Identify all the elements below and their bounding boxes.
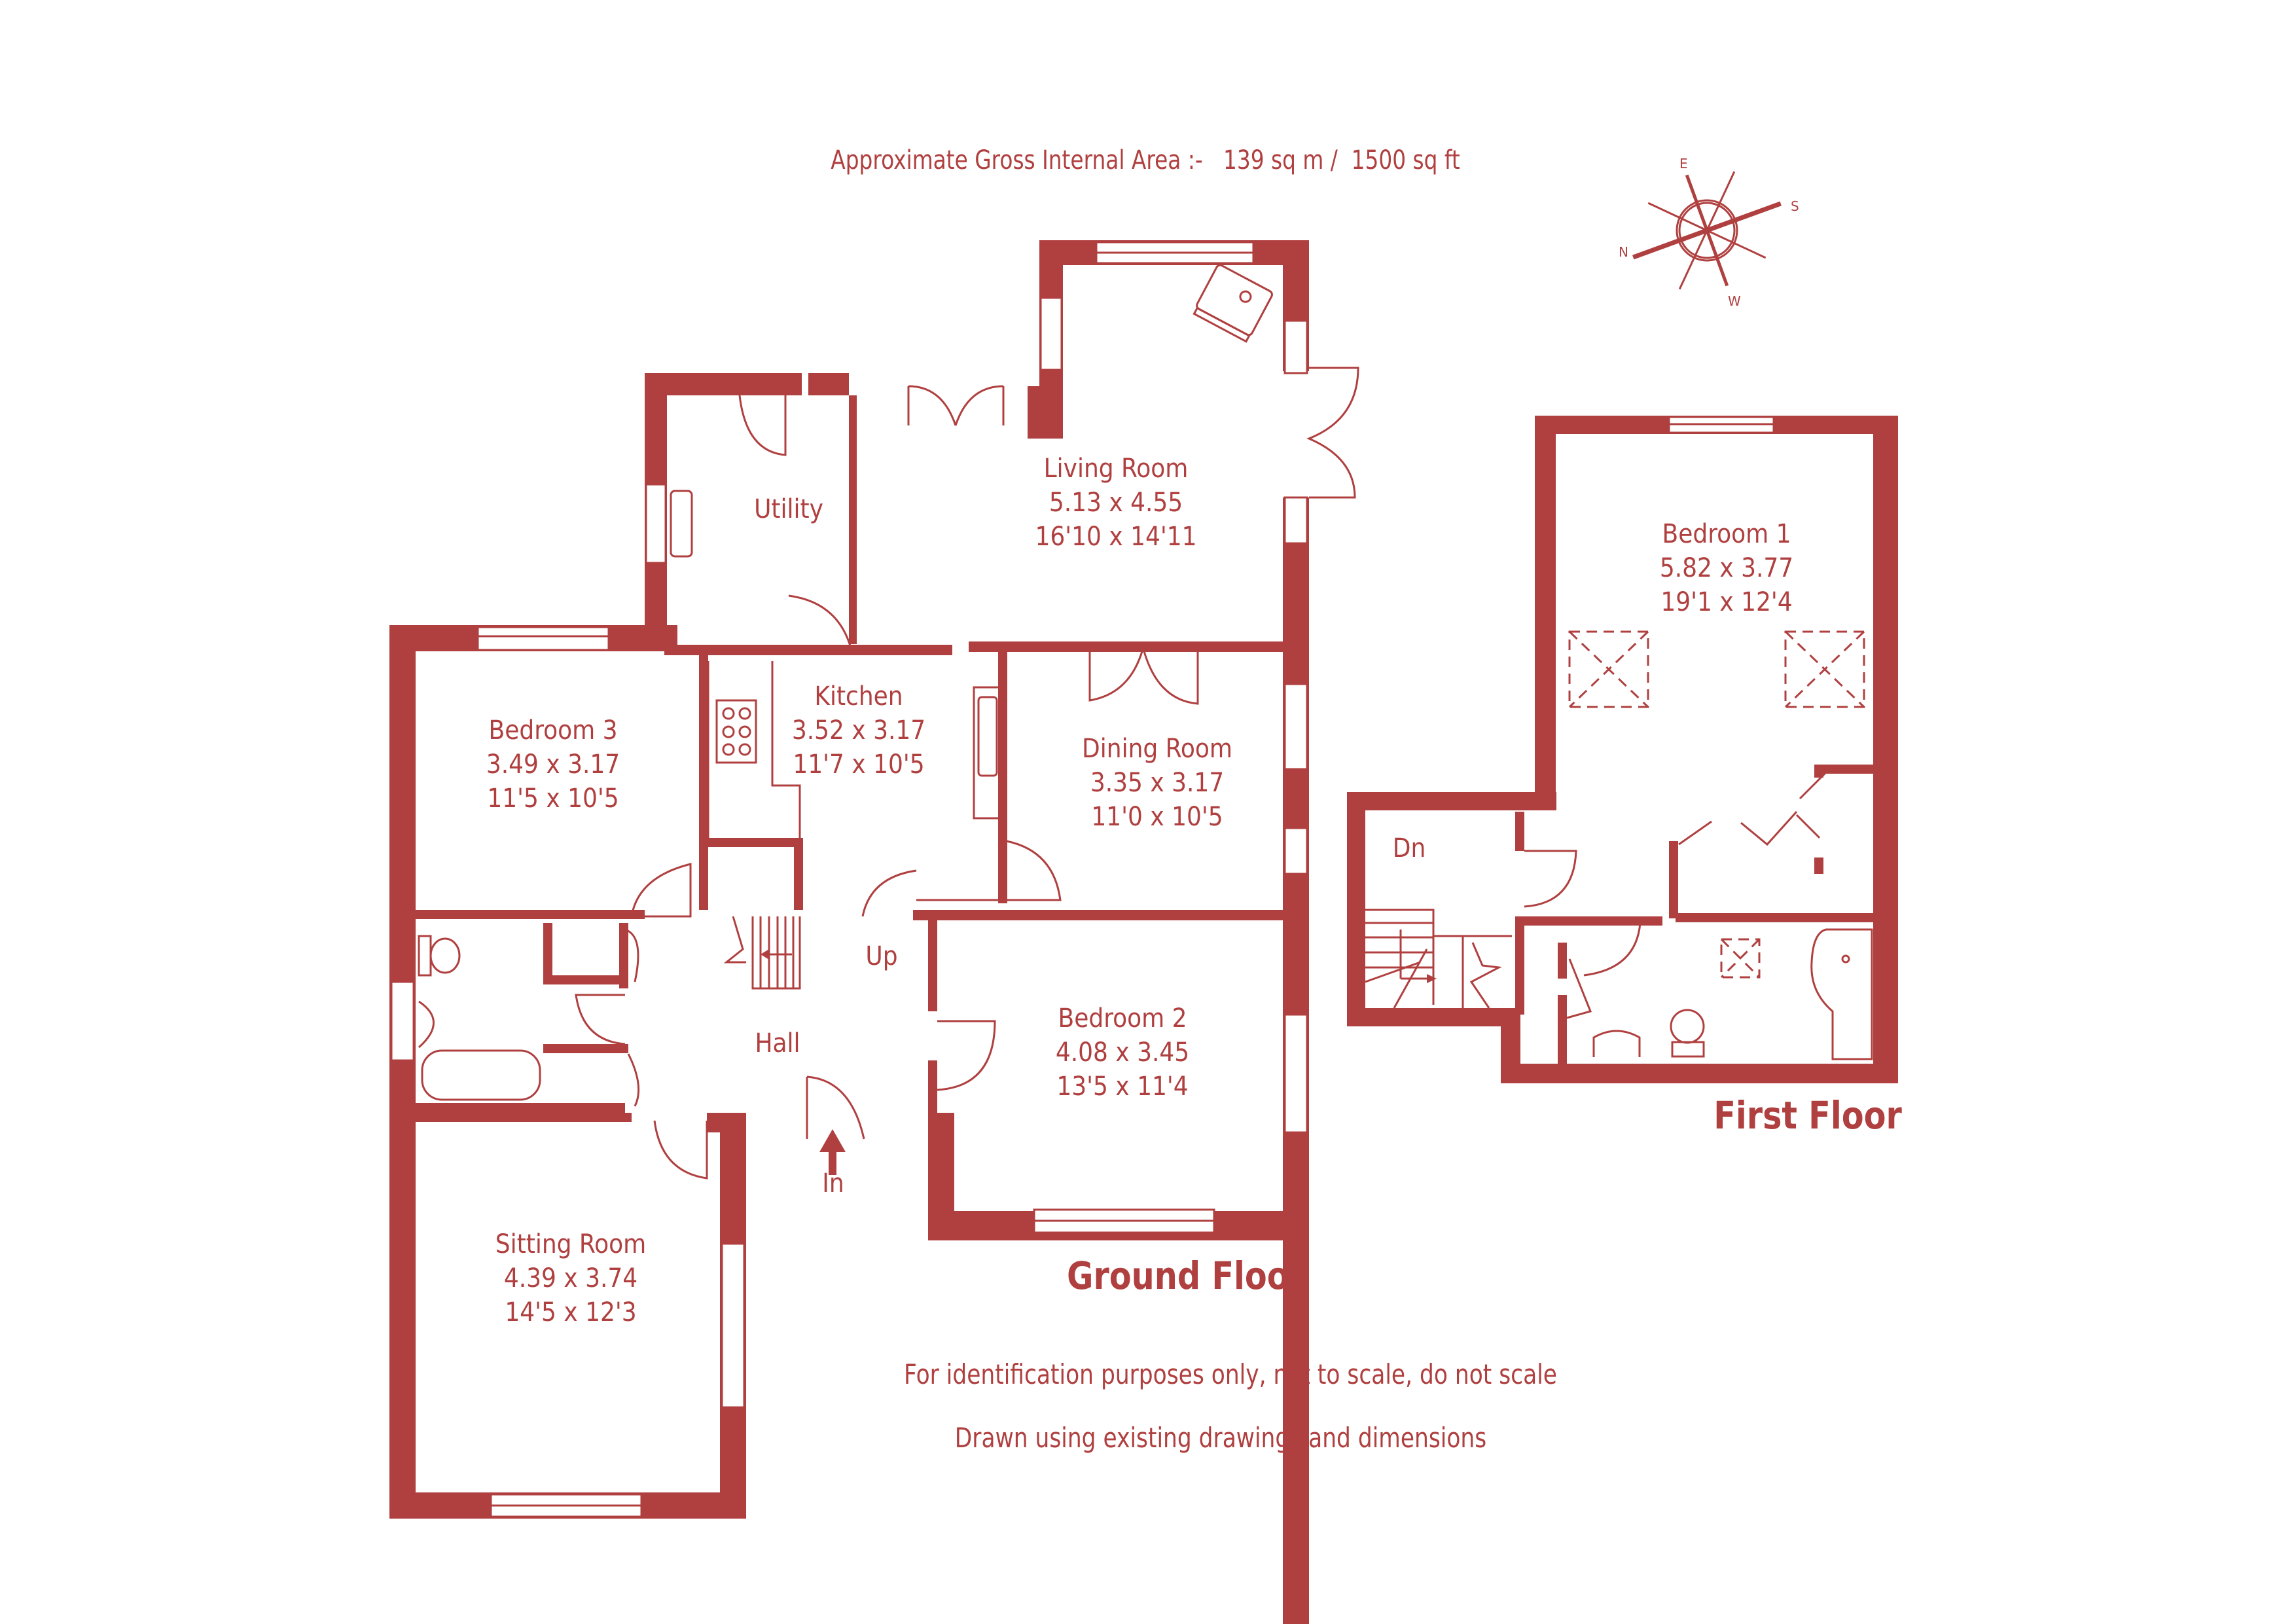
first-floor-title: First Floor: [1713, 1093, 1902, 1138]
room-label-kitchen: Kitchen 3.52 x 3.17 11'7 x 10'5: [792, 679, 925, 782]
room-name: Kitchen: [814, 681, 903, 712]
skylight-icon: [1784, 630, 1865, 708]
room-label-bedroom-1: Bedroom 1 5.82 x 3.77 19'1 x 12'4: [1660, 517, 1793, 619]
room-name: Bedroom 2: [1058, 1003, 1187, 1034]
area-summary: Approximate Gross Internal Area :- 139 s…: [831, 145, 1460, 175]
room-name: Bedroom 1: [1662, 519, 1791, 549]
room-label-living-room: Living Room 5.13 x 4.55 16'10 x 14'11: [1035, 452, 1196, 554]
room-imperial: 19'1 x 12'4: [1660, 587, 1793, 617]
room-imperial: 11'7 x 10'5: [793, 749, 925, 780]
room-imperial: 11'5 x 10'5: [487, 784, 619, 814]
basin-icon: [418, 1000, 435, 1049]
area-label: Approximate Gross Internal Area :-: [831, 145, 1203, 175]
room-label-sitting-room: Sitting Room 4.39 x 3.74 14'5 x 12'3: [495, 1227, 646, 1329]
room-metric: 5.13 x 4.55: [1049, 488, 1183, 518]
room-name: Dining Room: [1082, 734, 1232, 764]
toilet-icon: [429, 937, 461, 974]
room-metric: 4.39 x 3.74: [503, 1263, 638, 1293]
ground-floor-walls: [389, 240, 1309, 1624]
first-floor-windows: [1668, 416, 1775, 434]
room-metric: 3.49 x 3.17: [486, 749, 620, 780]
bath-icon: [421, 1049, 541, 1101]
staircase-icon: [723, 916, 801, 990]
room-imperial: 16'10 x 14'11: [1035, 522, 1197, 552]
room-imperial: 14'5 x 12'3: [505, 1297, 637, 1327]
room-label-bedroom-2: Bedroom 2 4.08 x 3.45 13'5 x 11'4: [1056, 1001, 1189, 1104]
first-floor-walls: [1347, 416, 1898, 1083]
utility-sink-icon: [670, 490, 693, 558]
compass-w: W: [1728, 293, 1741, 309]
room-name: Living Room: [1043, 454, 1189, 484]
source-note-text: Drawn using existing drawings and dimens…: [954, 1422, 1487, 1454]
skylight-icon: [1720, 938, 1761, 979]
compass-rose-icon: N S E W: [1619, 156, 1799, 309]
room-imperial: 13'5 x 11'4: [1056, 1072, 1189, 1102]
hob-icon: [715, 699, 757, 764]
first-floor-fixtures: [1365, 630, 1873, 1060]
room-label-utility: Utility: [754, 492, 823, 526]
area-sqft: 1500 sq ft: [1351, 145, 1460, 175]
ground-floor-doors: [575, 367, 1359, 1180]
stairs-down-label: Dn: [1392, 833, 1426, 863]
skylight-icon: [1568, 630, 1649, 708]
compass-n: N: [1619, 244, 1628, 260]
ground-floor-title: Ground Floor: [1067, 1254, 1305, 1298]
room-name: Bedroom 3: [488, 715, 618, 746]
stairs-up-label: Up: [865, 941, 898, 971]
ground-floor-fixtures: [418, 264, 1273, 1101]
room-label-hall: Hall: [755, 1026, 800, 1060]
compass-e: E: [1679, 156, 1688, 171]
compass-s: S: [1791, 198, 1799, 214]
room-imperial: 11'0 x 10'5: [1091, 802, 1223, 832]
disclaimer-text: For identification purposes only, not to…: [904, 1358, 1557, 1390]
room-label-bedroom-3: Bedroom 3 3.49 x 3.17 11'5 x 10'5: [486, 713, 620, 816]
room-name: Hall: [755, 1028, 800, 1058]
armchair-icon: [1193, 264, 1273, 343]
room-name: Utility: [754, 494, 823, 524]
entrance-label: In: [822, 1168, 844, 1199]
room-metric: 3.35 x 3.17: [1090, 768, 1225, 798]
room-metric: 4.08 x 3.45: [1055, 1038, 1190, 1068]
toilet-icon: [1670, 1009, 1705, 1044]
basin-icon: [1592, 1030, 1641, 1057]
ground-floor-windows: [390, 241, 1308, 1518]
room-name: Sitting Room: [495, 1229, 647, 1259]
kitchen-sink-icon: [977, 696, 998, 777]
room-label-dining-room: Dining Room 3.35 x 3.17 11'0 x 10'5: [1082, 732, 1232, 834]
area-sqm: 139 sq m /: [1223, 145, 1338, 175]
room-metric: 5.82 x 3.77: [1659, 553, 1794, 583]
bath-icon: [1810, 928, 1873, 1060]
room-metric: 3.52 x 3.17: [791, 715, 926, 746]
staircase-icon: [1365, 909, 1512, 1009]
